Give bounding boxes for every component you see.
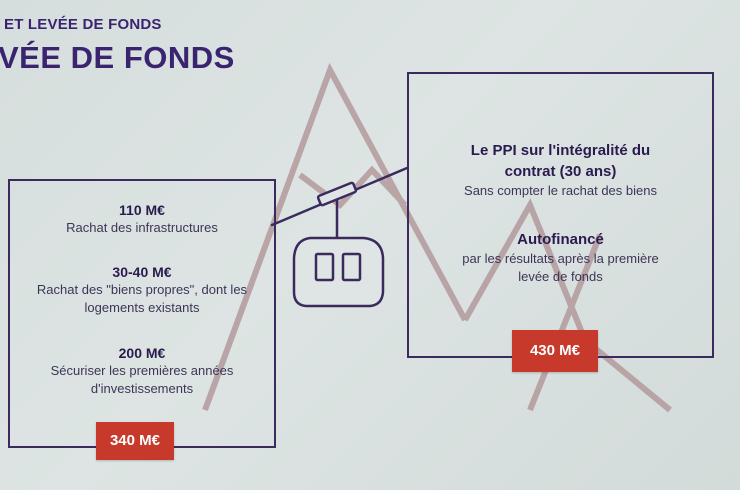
funding-amount: 110 M€ xyxy=(119,202,165,218)
ppi-headline-desc: Sans compter le rachat des biens xyxy=(464,183,657,198)
ppi-headline-line: Le PPI sur l'intégralité du xyxy=(470,142,651,159)
ppi-headline: Le PPI sur l'intégralité du contrat (30 … xyxy=(409,140,712,200)
funding-item: 110 M€ Rachat des infrastructures xyxy=(10,201,274,237)
funding-item: 30-40 M€ Rachat des "biens propres", don… xyxy=(10,263,274,317)
funding-desc: Sécuriser les premières années xyxy=(50,363,234,378)
funding-amount: 200 M€ xyxy=(118,345,166,361)
right-total-badge: 430 M€ xyxy=(512,330,598,372)
ppi-subhead-desc: levée de fonds xyxy=(518,269,603,284)
section-kicker: ET LEVÉE DE FONDS xyxy=(4,16,162,33)
ppi-subhead: Autofinancé par les résultats après la p… xyxy=(409,229,712,286)
cable-car-icon xyxy=(270,166,409,308)
funding-desc: Rachat des "biens propres", dont les xyxy=(36,282,248,297)
funding-amount: 30-40 M€ xyxy=(112,264,172,280)
funding-desc: d'investissements xyxy=(90,381,194,396)
funding-desc: Rachat des infrastructures xyxy=(66,220,218,235)
ppi-box: Le PPI sur l'intégralité du contrat (30 … xyxy=(407,72,714,358)
funding-item: 200 M€ Sécuriser les premières années d'… xyxy=(10,344,274,398)
ppi-subhead-title: Autofinancé xyxy=(517,231,604,248)
left-total-badge: 340 M€ xyxy=(96,422,174,460)
ppi-subhead-desc: par les résultats après la première xyxy=(462,251,659,266)
mountain-outline-icon xyxy=(202,62,672,413)
page-title: VÉE DE FONDS xyxy=(0,40,235,75)
ppi-headline-line: contrat (30 ans) xyxy=(504,163,617,180)
funding-breakdown-box: 110 M€ Rachat des infrastructures 30-40 … xyxy=(8,179,276,448)
funding-desc: logements existants xyxy=(84,300,200,315)
